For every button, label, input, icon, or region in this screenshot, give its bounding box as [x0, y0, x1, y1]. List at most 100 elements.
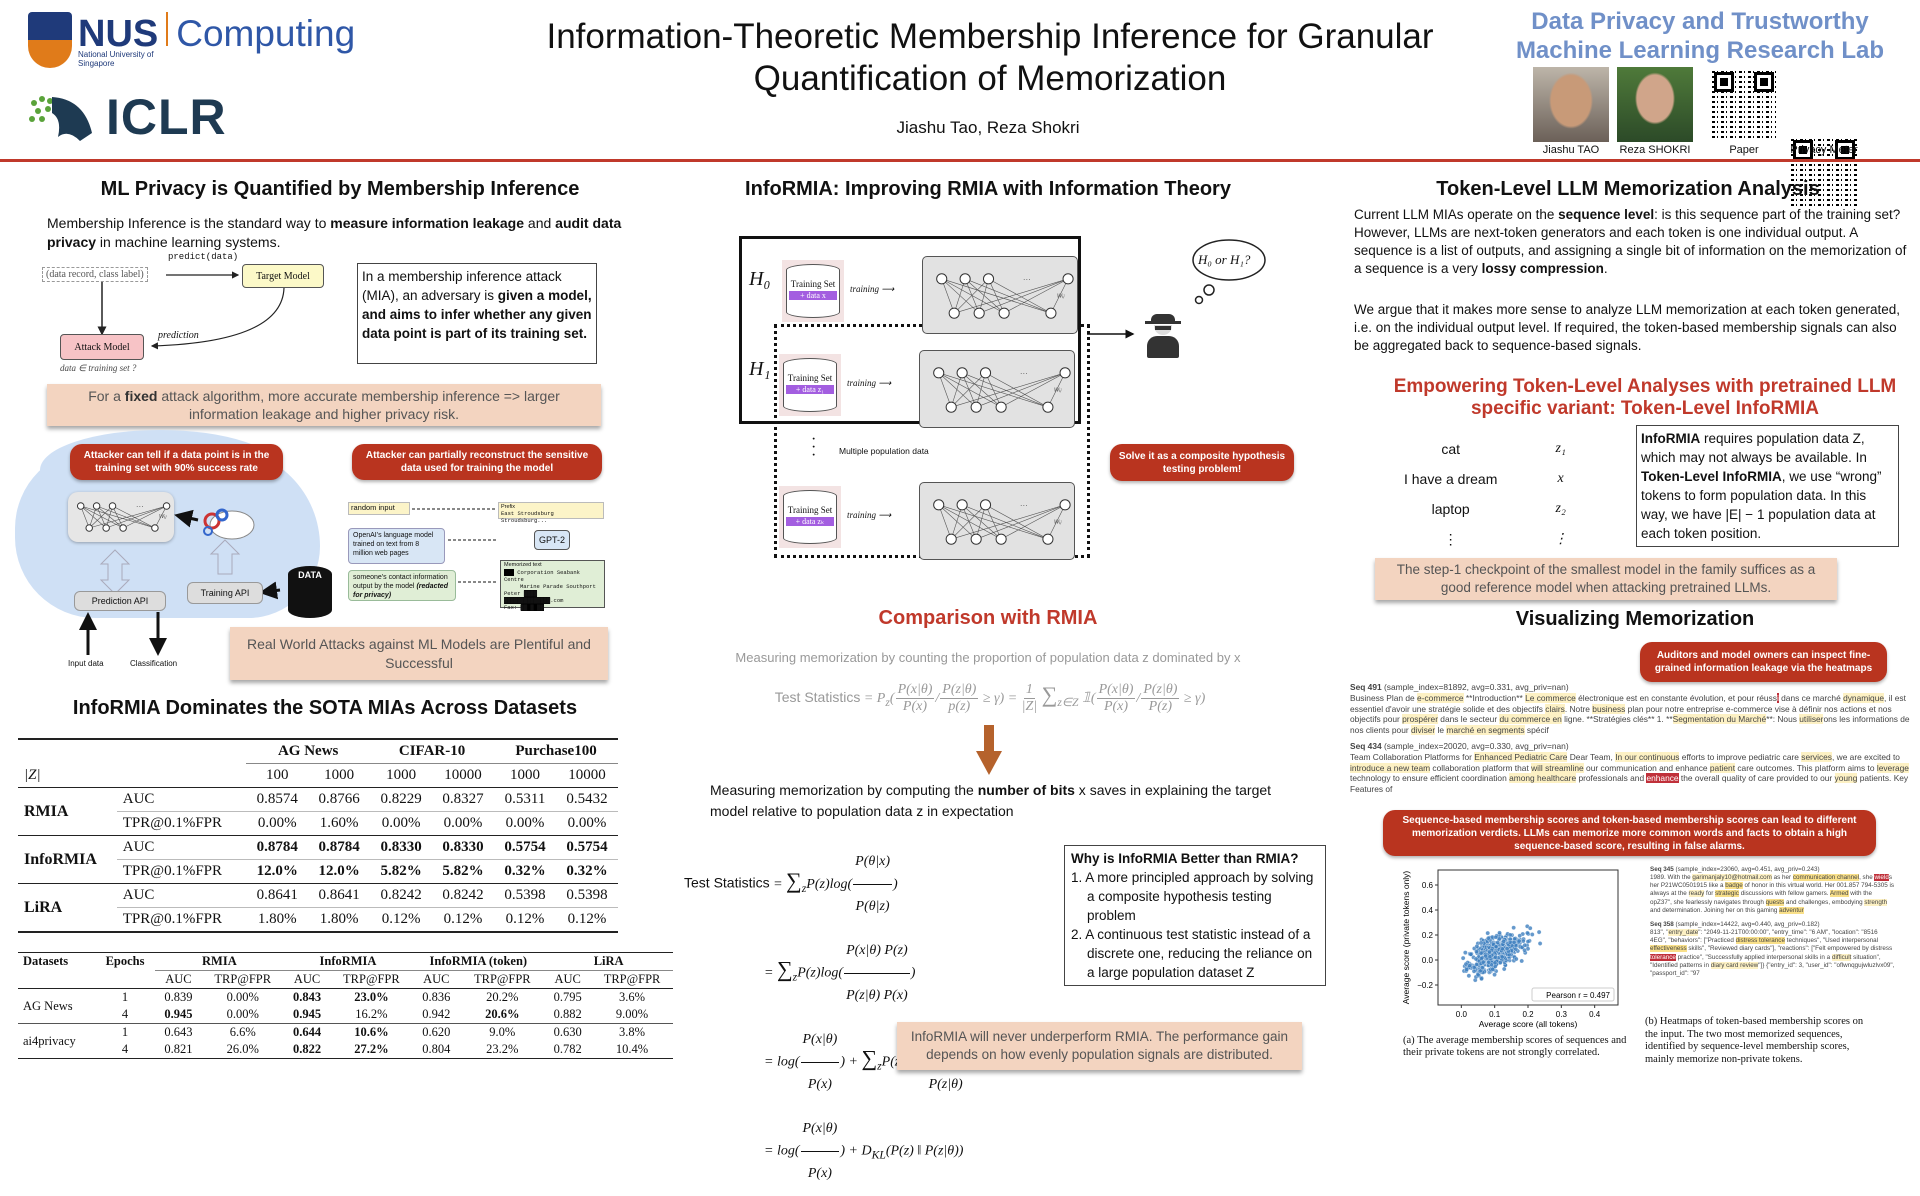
scatter-point — [1463, 961, 1469, 967]
nn-node — [995, 401, 1007, 413]
table-cell: 1.60% — [319, 815, 359, 831]
nn-ellipsis: ··· — [136, 502, 144, 511]
nn-edge — [976, 504, 1066, 540]
plot-frame — [1437, 869, 1619, 1006]
prediction-api-button: Prediction API — [74, 591, 166, 611]
metric-header: TRP@FPR — [214, 972, 272, 986]
token-text: s her P21WC0501915 like a — [1650, 874, 1892, 890]
nn-node — [998, 307, 1010, 319]
table-cell: 12.0% — [256, 863, 298, 879]
table-cell: 0.8574 — [256, 791, 298, 807]
logo-divider — [166, 12, 169, 46]
z-value: 1000 — [386, 767, 417, 783]
epochs-value: 4 — [121, 1042, 129, 1056]
scatter-point — [1478, 940, 1484, 946]
nn-edge — [988, 278, 1005, 314]
token-text: **Introduction** — [1463, 693, 1526, 703]
token-informia-box: InfoRMIA requires population data Z, whi… — [1636, 425, 1899, 547]
x-tick-label: 0.1 — [1489, 1010, 1501, 1019]
scatter-point — [1464, 967, 1469, 972]
table-cell: 0.8242 — [442, 887, 484, 903]
scatter-point — [1490, 967, 1495, 972]
poster-title-line-1: Information-Theoretic Membership Inferen… — [546, 17, 1434, 56]
nn-node — [92, 502, 101, 510]
training-set-label: Training Set — [790, 279, 836, 289]
privacy-meter-qr-code[interactable] — [1791, 138, 1857, 206]
token-text: skills", "Reviewed diary cards"], "react… — [1686, 945, 1893, 953]
scatter-point — [1478, 950, 1484, 956]
nn-edge — [938, 504, 1002, 540]
nus-wordmark: NUS — [78, 13, 159, 55]
h1-label: H₁ — [749, 358, 771, 380]
scatter-point — [1474, 962, 1479, 967]
target-model-box: Target Model — [242, 264, 324, 288]
nn-node — [933, 499, 945, 511]
token-highlight: e-commerce — [1417, 693, 1464, 703]
token-text: discussions with fellow gamers. — [1738, 890, 1830, 898]
section-title-visualizing: Visualizing Memorization — [1515, 608, 1755, 630]
nn-edge — [88, 505, 97, 529]
token-symbol: z₂ — [1555, 501, 1566, 516]
nn-edge — [106, 505, 167, 529]
nus-subtitle: National University of Singapore — [78, 50, 154, 68]
token-highlight: leverage — [1876, 762, 1909, 773]
x-tick-label: 0.4 — [1589, 1010, 1601, 1019]
token-highlight: business — [1592, 703, 1626, 714]
nn-edge — [1050, 278, 1069, 314]
scatter-point — [1507, 932, 1513, 938]
section-title-ml-privacy: ML Privacy is Quantified by Membership I… — [100, 178, 580, 200]
table-cell: 0.822 — [293, 1042, 322, 1056]
token-text: practice", "Successfully applied interpe… — [1675, 953, 1832, 961]
nn-node — [982, 273, 995, 285]
token-highlight: marché en segments — [1446, 724, 1525, 735]
table-cell: 0.5432 — [566, 791, 608, 807]
token-symbol: ⋮ — [1553, 531, 1568, 547]
method-header: InfoRMIA — [283, 952, 413, 971]
section-title-token-level: Token-Level LLM Memorization Analysis — [1436, 178, 1820, 200]
training-set-label: Training Set — [787, 373, 833, 383]
metric-header: AUC — [423, 972, 450, 986]
token-text: with the opZ37", she fearlessly navigate… — [1650, 890, 1872, 906]
token-text: efforts to improve pediatric care — [1679, 752, 1802, 762]
token-text: spécif — [1524, 724, 1549, 735]
scatter-point — [1480, 965, 1485, 970]
callout-heatmaps: Auditors and model owners can inspect fi… — [1640, 642, 1887, 682]
informia-description: Measuring memorization by computing the … — [710, 782, 1272, 819]
nn-edge — [964, 278, 980, 314]
nn-edge — [96, 505, 156, 529]
token-highlight: introduce a new team — [1350, 762, 1431, 773]
scatter-point — [1487, 949, 1492, 955]
method-header: InfoRMIA (token) — [412, 952, 545, 971]
table-cell: 0.945 — [293, 1007, 322, 1021]
lab-name: Data Privacy and Trustworthy Machine Lea… — [1490, 7, 1910, 65]
nn-node — [119, 524, 127, 532]
token-word: I have a dream — [1403, 471, 1498, 487]
scatter-point — [1475, 972, 1481, 978]
nn-edge — [96, 505, 107, 529]
nn-edge — [938, 372, 952, 408]
token-highlight: badge — [1725, 882, 1743, 890]
nn-edge — [1047, 504, 1066, 540]
nn-weight-label: wᵢⱼ — [159, 513, 167, 520]
table-cell: 5.82% — [380, 863, 422, 879]
scatter-point — [1493, 944, 1499, 949]
nn-node — [102, 524, 110, 532]
callout-membership-success: Attacker can tell if a data point is in … — [70, 444, 283, 480]
scatter-point — [1537, 941, 1543, 946]
token-level-paragraph-2: We argue that it makes more sense to ana… — [1354, 302, 1901, 353]
table-cell: 10.4% — [615, 1042, 649, 1056]
token-level-paragraph-1: Current LLM MIAs operate on the sequence… — [1354, 207, 1907, 276]
neural-network-icon: ···wᵢⱼ — [933, 367, 1071, 413]
scatter-point — [1519, 958, 1524, 964]
arrow-to-attacker — [1087, 329, 1135, 339]
nn-edge — [975, 504, 986, 540]
dataset-header: AG News — [246, 739, 371, 764]
table-cell: 0.5398 — [504, 887, 546, 903]
paper-qr-code[interactable] — [1712, 70, 1776, 138]
y-axis-label: Average score (private tokens only) — [1401, 871, 1411, 1005]
y-tick-label: −0.2 — [1417, 981, 1433, 990]
scatter-point — [1480, 959, 1486, 965]
